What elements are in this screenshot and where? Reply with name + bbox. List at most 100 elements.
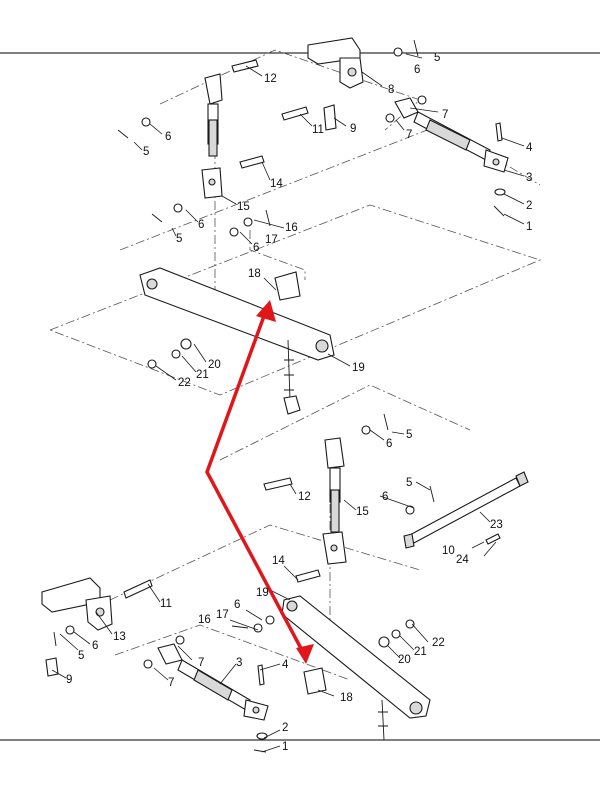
washer-6c	[173, 203, 183, 213]
callout-5: 5	[406, 477, 412, 489]
cross-shaft-23	[403, 471, 529, 549]
top-link-lower	[157, 643, 269, 721]
callout-10: 10	[442, 545, 455, 557]
washer-21a	[171, 349, 181, 359]
callout-13: 13	[113, 631, 126, 643]
callout-11: 11	[160, 598, 172, 610]
callout-6: 6	[234, 599, 240, 611]
callout-1: 1	[526, 221, 532, 233]
pin-24	[485, 533, 501, 545]
callout-15: 15	[356, 506, 369, 518]
lower-link-upper	[139, 267, 335, 415]
cotter-1-upper	[493, 205, 505, 217]
callout-17: 17	[265, 234, 278, 246]
callout-9: 9	[350, 123, 356, 135]
pin-14-lower	[295, 569, 321, 583]
cotter-5c	[151, 213, 163, 223]
washer-17b	[253, 623, 263, 633]
callout-labels: 5 6 8 12 11 9 7 7 4 3 2 1 6 5 14 15 6 16…	[66, 52, 533, 753]
callout-2: 2	[282, 722, 288, 734]
lower-assembly	[41, 384, 529, 753]
callout-18: 18	[248, 268, 261, 280]
callout-2: 2	[526, 200, 532, 212]
callout-19: 19	[256, 587, 269, 599]
callout-5: 5	[78, 650, 84, 662]
callout-6: 6	[92, 640, 98, 652]
callout-12: 12	[264, 73, 277, 85]
pin-11	[281, 106, 309, 121]
callout-5: 5	[434, 52, 440, 64]
callout-18: 18	[340, 692, 353, 704]
pin-14	[239, 155, 265, 169]
bracket-part-13	[41, 577, 113, 631]
washer-6e	[361, 425, 371, 435]
cotter-5a	[117, 129, 129, 139]
callout-7: 7	[406, 129, 412, 141]
pin-4-upper	[495, 122, 503, 142]
bolt-9-lower	[45, 657, 59, 677]
pin-11-lower	[123, 579, 153, 599]
callout-3: 3	[526, 172, 532, 184]
washer-6g	[265, 615, 275, 625]
pin-16b	[231, 625, 249, 629]
callout-5: 5	[406, 429, 412, 441]
callout-11: 11	[312, 124, 324, 136]
pin-4-lower	[257, 664, 265, 686]
callout-7: 7	[198, 657, 204, 669]
upper-assembly	[49, 37, 542, 415]
washer-7a	[417, 95, 427, 105]
callout-4: 4	[526, 142, 533, 154]
callout-24: 24	[456, 554, 469, 566]
pin-12	[231, 59, 259, 73]
callout-21: 21	[196, 369, 209, 381]
nut-22a	[147, 359, 157, 369]
lower-link-lower	[281, 595, 431, 741]
callout-8: 8	[388, 84, 394, 96]
callout-1: 1	[282, 741, 288, 753]
callout-14: 14	[272, 555, 285, 567]
callout-9: 9	[66, 674, 72, 686]
callout-22: 22	[432, 637, 445, 649]
callout-6: 6	[198, 219, 204, 231]
washer-6h	[65, 625, 75, 635]
leader-lines	[51, 53, 525, 753]
washer-6f	[405, 505, 415, 515]
bracket-part-8	[307, 37, 364, 89]
callout-4: 4	[282, 659, 289, 671]
callout-6: 6	[386, 438, 392, 450]
callout-6: 6	[165, 131, 171, 143]
callout-20: 20	[398, 654, 411, 666]
callout-14: 14	[270, 178, 283, 190]
callout-16: 16	[285, 222, 298, 234]
washer-7c	[175, 635, 185, 645]
callout-16: 16	[198, 614, 211, 626]
callout-22: 22	[178, 377, 191, 389]
callout-7: 7	[442, 109, 448, 121]
callout-3: 3	[236, 657, 242, 669]
callout-5: 5	[143, 146, 149, 158]
cotter-5f	[53, 631, 57, 647]
callout-6: 6	[253, 242, 259, 254]
callout-17: 17	[216, 609, 229, 621]
bolt-9	[323, 104, 337, 131]
callout-7: 7	[168, 677, 174, 689]
washer-2-upper	[494, 188, 506, 196]
callout-23: 23	[490, 519, 503, 531]
washer-6-upper-right	[393, 47, 403, 57]
callout-6: 6	[382, 491, 388, 503]
washer-20a	[180, 338, 192, 350]
washer-7b	[385, 113, 395, 123]
washer-7d	[143, 659, 153, 669]
callout-5: 5	[176, 233, 182, 245]
washer-20b	[378, 636, 390, 648]
check-chain-lower	[322, 437, 347, 565]
callout-21: 21	[414, 646, 427, 658]
callout-20: 20	[208, 359, 221, 371]
washer-21b	[391, 629, 401, 639]
cotter-5-upper-right	[413, 39, 419, 57]
washer-6d	[229, 227, 239, 237]
check-chain-upper	[201, 73, 223, 199]
callout-6: 6	[414, 64, 420, 76]
red-arrow	[205, 300, 314, 664]
